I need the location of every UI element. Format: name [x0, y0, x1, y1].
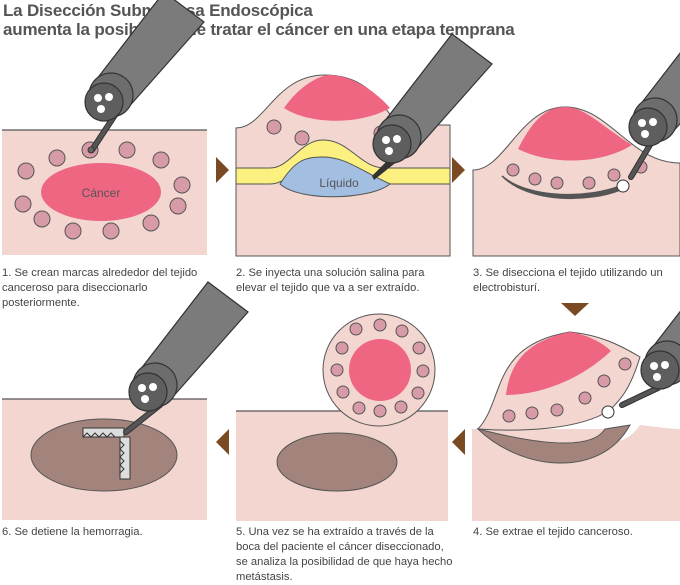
step-4-illustration	[472, 259, 680, 521]
step-3-caption: 3. Se disecciona el tejido utilizando un…	[473, 267, 663, 294]
endoscope-icon	[79, 0, 205, 127]
arrow-right-icon	[452, 157, 465, 183]
step-2-caption: 2. Se inyecta una solución salina para e…	[236, 267, 425, 294]
cancer-lesion	[41, 163, 161, 221]
endoscope-icon	[623, 16, 680, 152]
step-3-illustration	[472, 16, 680, 257]
hemostatic-clip-icon	[82, 427, 131, 480]
step-1-illustration	[2, 0, 207, 255]
arrow-down-icon	[561, 303, 589, 316]
arrow-left-icon	[452, 429, 465, 455]
step-4-caption: 4. Se extrae el tejido canceroso.	[473, 526, 633, 538]
marker-dots	[14, 141, 191, 240]
step-6-illustration	[2, 281, 249, 520]
cancer-label: Cáncer	[82, 186, 121, 200]
step-5-illustration	[236, 313, 448, 521]
step-6-caption: 6. Se detiene la hemorragia.	[2, 526, 143, 538]
step-5-caption: 5. Una vez se ha extraído a través de la…	[236, 526, 453, 583]
arrow-left-icon	[216, 429, 229, 455]
arrow-right-icon	[216, 157, 229, 183]
step-2-illustration	[235, 33, 493, 257]
step-1-caption: 1. Se crean marcas alrededor del tejido …	[2, 267, 198, 309]
liquid-label: Líquido	[319, 176, 359, 190]
